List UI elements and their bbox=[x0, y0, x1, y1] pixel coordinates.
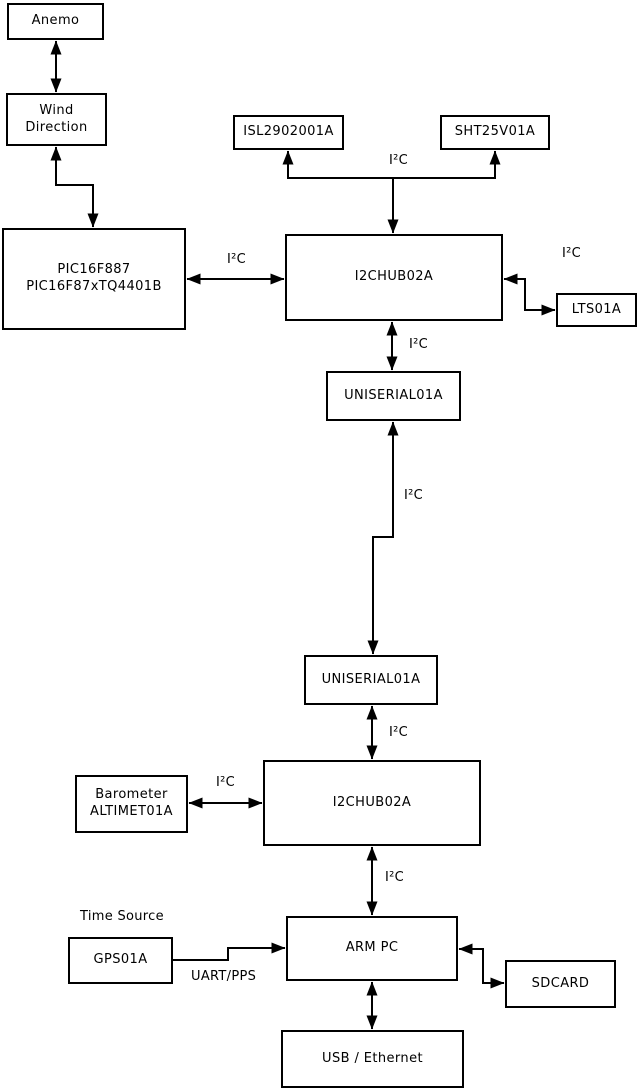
node-sdcard: SDCARD bbox=[505, 960, 616, 1008]
node-sht25v01a: SHT25V01A bbox=[440, 115, 550, 150]
node-sdcard-label: SDCARD bbox=[531, 975, 590, 991]
i2c-label-uniserial-hub-lower: I²C bbox=[389, 725, 409, 740]
edge-i2chub-upper-lts bbox=[503, 273, 556, 316]
node-barometer-label-line1: Barometer bbox=[95, 787, 168, 803]
node-barometer-label-line2: ALTIMET01A bbox=[90, 804, 173, 819]
uart-pps-label: UART/PPS bbox=[191, 969, 257, 984]
edge-i2chub-upper-sensors-branch bbox=[282, 150, 501, 179]
i2c-label-sensors-branch: I²C bbox=[389, 153, 409, 168]
i2c-label-hub-armpc: I²C bbox=[385, 870, 405, 885]
i2c-label-hub-uniserial-upper: I²C bbox=[409, 337, 429, 352]
node-anemo: Anemo bbox=[7, 3, 104, 40]
node-usb-ethernet-label: USB / Ethernet bbox=[322, 1050, 423, 1066]
node-sht25v01a-label: SHT25V01A bbox=[454, 124, 536, 140]
edge-armpc-sdcard bbox=[458, 943, 505, 989]
edge-gps-armpc bbox=[173, 942, 286, 961]
edge-uniserial-upper-uniserial-lower bbox=[367, 421, 399, 655]
node-isl2902001a-label: ISL2902001A bbox=[243, 124, 334, 140]
node-arm-pc-label: ARM PC bbox=[345, 940, 399, 956]
time-source-label: Time Source bbox=[80, 909, 164, 924]
node-uniserial01a-upper: UNISERIAL01A bbox=[326, 371, 461, 421]
node-pic16f887: PIC16F887 PIC16F87xTQ4401B bbox=[2, 228, 186, 330]
i2c-label-barometer-hub: I²C bbox=[216, 775, 236, 790]
node-usb-ethernet: USB / Ethernet bbox=[281, 1030, 464, 1088]
node-wind-direction: Wind Direction bbox=[6, 93, 107, 146]
node-arm-pc: ARM PC bbox=[286, 916, 458, 981]
node-gps01a-label: GPS01A bbox=[93, 952, 148, 968]
node-uniserial01a-lower-label: UNISERIAL01A bbox=[321, 671, 421, 687]
node-i2chub02a-lower-label: I2CHUB02A bbox=[332, 794, 412, 810]
node-gps01a: GPS01A bbox=[68, 937, 173, 984]
node-isl2902001a: ISL2902001A bbox=[233, 115, 344, 150]
node-i2chub02a-lower: I2CHUB02A bbox=[263, 760, 481, 846]
node-i2chub02a-upper-label: I2CHUB02A bbox=[354, 269, 434, 285]
i2c-label-uniserial-link: I²C bbox=[404, 488, 424, 503]
node-i2chub02a-upper: I2CHUB02A bbox=[285, 234, 503, 321]
edge-wind-pic bbox=[50, 146, 99, 228]
node-uniserial01a-lower: UNISERIAL01A bbox=[304, 655, 438, 705]
node-barometer-altimet01a: Barometer ALTIMET01A bbox=[75, 775, 188, 833]
i2c-label-hub-lts: I²C bbox=[562, 246, 582, 261]
node-pic16f887-label-line2: PIC16F87xTQ4401B bbox=[26, 279, 162, 294]
node-lts01a: LTS01A bbox=[556, 293, 637, 327]
i2c-label-pic-hub: I²C bbox=[227, 252, 247, 267]
node-anemo-label: Anemo bbox=[31, 13, 80, 29]
node-uniserial01a-upper-label: UNISERIAL01A bbox=[344, 387, 443, 403]
node-wind-direction-label-line2: Direction bbox=[25, 119, 88, 135]
node-pic16f887-label-line1: PIC16F887 bbox=[57, 262, 131, 278]
node-wind-direction-label-line1: Wind bbox=[39, 102, 74, 118]
node-lts01a-label: LTS01A bbox=[571, 301, 622, 317]
